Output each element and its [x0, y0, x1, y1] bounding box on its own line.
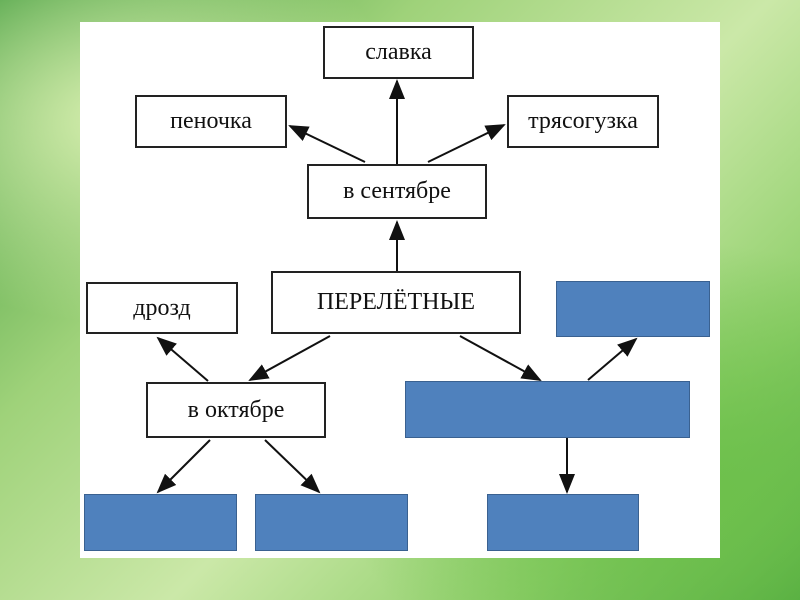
arrow: [264, 439, 321, 494]
node-slavka: славка: [323, 26, 474, 79]
blank-node: [255, 494, 408, 551]
node-root: ПЕРЕЛЁТНЫЕ: [271, 271, 521, 334]
node-october: в октябре: [146, 382, 326, 438]
blank-node: [487, 494, 639, 551]
blank-node: [84, 494, 237, 551]
blank-node: [556, 281, 710, 337]
arrow: [587, 337, 638, 381]
arrow: [156, 336, 209, 382]
arrow: [156, 439, 211, 494]
node-tryasoguzka: трясогузка: [507, 95, 659, 148]
node-penochka: пеночка: [135, 95, 287, 148]
blank-node: [405, 381, 690, 438]
arrow: [288, 125, 366, 163]
node-september: в сентябре: [307, 164, 487, 219]
arrow: [248, 335, 331, 381]
arrow: [459, 335, 542, 381]
node-drozd: дрозд: [86, 282, 238, 334]
arrow: [427, 124, 506, 163]
